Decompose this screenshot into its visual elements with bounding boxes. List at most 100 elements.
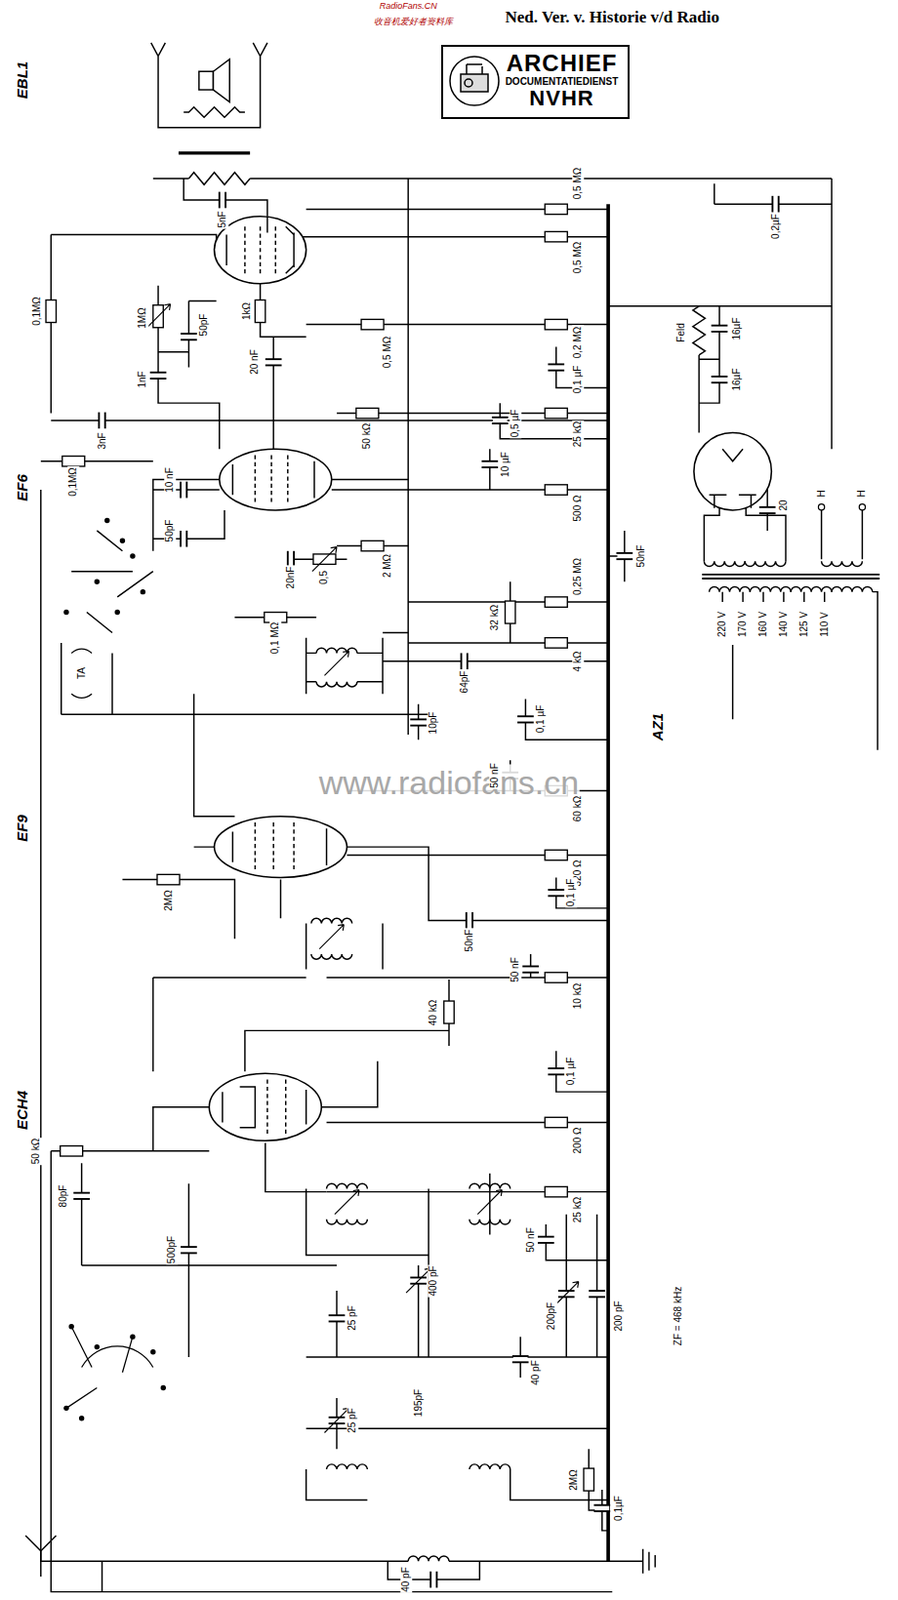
tube-type: EBL1 xyxy=(13,59,31,99)
coil-symbol xyxy=(334,1190,360,1216)
resistor-symbol xyxy=(544,638,568,649)
ground-bus xyxy=(606,204,611,1562)
capacitor-symbol xyxy=(461,653,468,670)
coil-symbol xyxy=(477,1190,502,1216)
component-value: 140 V xyxy=(777,611,790,639)
capacitor-symbol xyxy=(409,719,427,726)
component-value: 0,1 µF xyxy=(566,878,578,909)
resistor-symbol xyxy=(583,1469,594,1492)
capacitor-symbol xyxy=(481,461,498,468)
switch-contact xyxy=(94,579,99,584)
component-value: 220 V xyxy=(716,611,729,639)
wire xyxy=(153,177,832,179)
coil-symbol xyxy=(469,1183,511,1189)
coil-symbol xyxy=(311,954,353,960)
capacitor-symbol xyxy=(219,192,226,209)
stamp-text: DOCUMENTATIEDIENST xyxy=(505,76,619,87)
wire xyxy=(25,178,880,1593)
component-value: 10 µF xyxy=(499,450,512,479)
tube-type: AZ1 xyxy=(650,712,667,742)
switch-contact xyxy=(115,610,120,614)
component-value: 0,1MΩ xyxy=(31,295,43,327)
coil-symbol xyxy=(311,918,353,924)
resistor-symbol xyxy=(146,304,171,329)
wire xyxy=(260,284,307,337)
resistor-symbol xyxy=(361,540,384,551)
valve-symbol xyxy=(693,432,772,510)
loudspeaker xyxy=(188,172,250,186)
wire xyxy=(418,581,609,791)
archive-stamp: ARCHIEFDOCUMENTATIEDIENSTNVHR xyxy=(441,44,631,120)
valve-electrode xyxy=(222,216,757,1136)
valve-electrode xyxy=(232,461,315,499)
watermark: www.radiofans.cn xyxy=(318,765,580,804)
capacitor-symbol xyxy=(512,1356,530,1363)
switch-contact xyxy=(66,1327,154,1410)
component-value: 50 kΩ xyxy=(30,1138,42,1166)
wire xyxy=(50,979,613,1593)
stamp-text: ARCHIEF xyxy=(505,50,619,77)
wire xyxy=(722,592,878,751)
component-value: 0,1MΩ xyxy=(68,466,81,498)
switch-contact xyxy=(817,504,824,511)
wire xyxy=(300,208,609,490)
component-value: Feld xyxy=(676,322,689,343)
valve-electrode xyxy=(232,828,327,866)
wire xyxy=(703,508,862,562)
component-value: 40 pF xyxy=(400,1566,412,1594)
header-text: Ned. Ver. v. Historie v/d Radio xyxy=(505,7,720,28)
resistor-symbol xyxy=(544,408,568,418)
component-value: 64pF xyxy=(458,669,471,694)
watermark: RadioFans.CN xyxy=(378,0,439,11)
component-value: TA xyxy=(76,666,88,681)
watermark: 收音机爱好者资料库 xyxy=(372,16,454,27)
coil-symbol xyxy=(319,925,344,950)
component-value: 16µF xyxy=(731,367,743,393)
capacitor-symbol xyxy=(522,966,539,973)
component-value: 60 kΩ xyxy=(571,795,584,823)
component-value: 0,1 µF xyxy=(534,704,547,735)
resistor-symbol xyxy=(361,319,384,329)
component-value: 2MΩ xyxy=(163,889,175,912)
component-value: 0,2 MΩ xyxy=(571,326,584,361)
component-value: 20nF xyxy=(285,566,297,591)
capacitor-symbol xyxy=(466,912,473,930)
wire xyxy=(306,1469,609,1501)
switch-contact xyxy=(80,1417,84,1422)
wire xyxy=(701,574,880,579)
resistor-symbol xyxy=(45,204,594,1492)
resistor-symbol xyxy=(356,408,379,418)
switch-contact xyxy=(120,538,124,543)
component-value: 195pF xyxy=(412,1388,425,1419)
switch-contact xyxy=(94,1346,99,1350)
component-value: 500pF xyxy=(165,1235,178,1266)
component-value: 50nF xyxy=(463,929,476,954)
capacitor-symbol xyxy=(73,192,778,1590)
component-value: 125 V xyxy=(798,611,811,639)
switch-contact xyxy=(151,1350,156,1355)
stamp-text: NVHR xyxy=(505,86,619,111)
wire xyxy=(25,1536,655,1593)
capacitor-symbol xyxy=(324,1408,349,1433)
stamp-content: ARCHIEFDOCUMENTATIEDIENSTNVHR xyxy=(505,50,619,112)
tube-type: EF9 xyxy=(13,815,31,845)
wire xyxy=(194,617,609,817)
component-value: 50 nF xyxy=(489,762,501,790)
component-value: 3nF xyxy=(96,431,109,450)
component-value: 0,1 MΩ xyxy=(270,620,283,655)
capacitor-symbol xyxy=(711,376,729,383)
component-value: 0,1 µF xyxy=(571,365,584,396)
capacitor-symbol xyxy=(430,1572,437,1590)
component-value: 10 nF xyxy=(163,466,176,494)
resistor-symbol xyxy=(60,1146,83,1157)
capacitor-symbol xyxy=(772,196,778,213)
capacitor-symbol xyxy=(554,1282,579,1307)
component-value: 0,5 µF xyxy=(509,408,522,440)
coil-symbol xyxy=(821,561,863,567)
valve-electrode xyxy=(267,1080,286,1136)
switch-contact xyxy=(64,504,866,1422)
wire xyxy=(608,178,832,449)
component-value: 2 MΩ xyxy=(382,553,395,579)
resistor-symbol xyxy=(544,850,568,860)
